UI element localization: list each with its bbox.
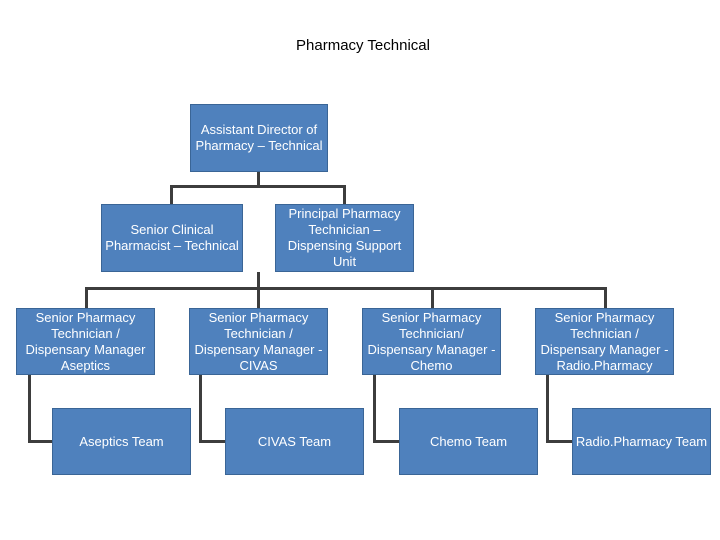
node-chemo-manager: Senior Pharmacy Technician/ Dispensary M…	[362, 308, 501, 375]
node-label: Senior Clinical Pharmacist – Technical	[105, 222, 239, 253]
node-aseptics-team: Aseptics Team	[52, 408, 191, 475]
node-civas-manager: Senior Pharmacy Technician / Dispensary …	[189, 308, 328, 375]
node-label: Senior Pharmacy Technician/ Dispensary M…	[367, 309, 496, 373]
node-label: Principal Pharmacy Technician – Dispensi…	[287, 206, 402, 269]
connector-aseptics-vertical	[28, 375, 31, 443]
node-chemo-team: Chemo Team	[399, 408, 538, 475]
connector-civas-vertical	[199, 375, 202, 443]
node-label: Senior Pharmacy Technician / Dispensary …	[25, 309, 146, 373]
node-radio-pharmacy-team: Radio.Pharmacy Team	[572, 408, 711, 475]
node-principal-pharmacy-technician: Principal Pharmacy Technician – Dispensi…	[275, 204, 414, 272]
node-assistant-director: Assistant Director of Pharmacy – Technic…	[190, 104, 328, 172]
connector-to-aseptics-mgr	[85, 287, 88, 308]
connector-aseptics-horizontal	[28, 440, 52, 443]
connector-chemo-vertical	[373, 375, 376, 443]
node-label: Senior Pharmacy Technician / Dispensary …	[540, 309, 669, 373]
node-label: Chemo Team	[429, 433, 508, 449]
connector-principal-down	[257, 272, 260, 288]
node-label: Aseptics Team	[79, 433, 164, 449]
node-label: CIVAS Team	[257, 433, 332, 449]
connector-civas-horizontal	[199, 440, 225, 443]
connector-radio-horizontal	[546, 440, 572, 443]
node-label: Senior Pharmacy Technician / Dispensary …	[194, 309, 323, 373]
connector-radio-vertical	[546, 375, 549, 443]
chart-title: Pharmacy Technical	[296, 37, 430, 54]
connector-chemo-horizontal	[373, 440, 399, 443]
connector-to-clinical	[170, 185, 173, 204]
connector-to-radio-mgr	[604, 287, 607, 308]
connector-to-principal	[343, 185, 346, 204]
node-civas-team: CIVAS Team	[225, 408, 364, 475]
connector-to-chemo-mgr	[431, 287, 434, 308]
connector-level1-bar	[170, 185, 346, 188]
connector-to-civas-mgr	[257, 287, 260, 308]
node-label: Assistant Director of Pharmacy – Technic…	[195, 122, 323, 153]
connector-director-down	[257, 172, 260, 186]
node-aseptics-manager: Senior Pharmacy Technician / Dispensary …	[16, 308, 155, 375]
connector-level2-bar	[85, 287, 607, 290]
node-senior-clinical-pharmacist: Senior Clinical Pharmacist – Technical	[101, 204, 243, 272]
node-radio-pharmacy-manager: Senior Pharmacy Technician / Dispensary …	[535, 308, 674, 375]
node-label: Radio.Pharmacy Team	[575, 433, 708, 449]
